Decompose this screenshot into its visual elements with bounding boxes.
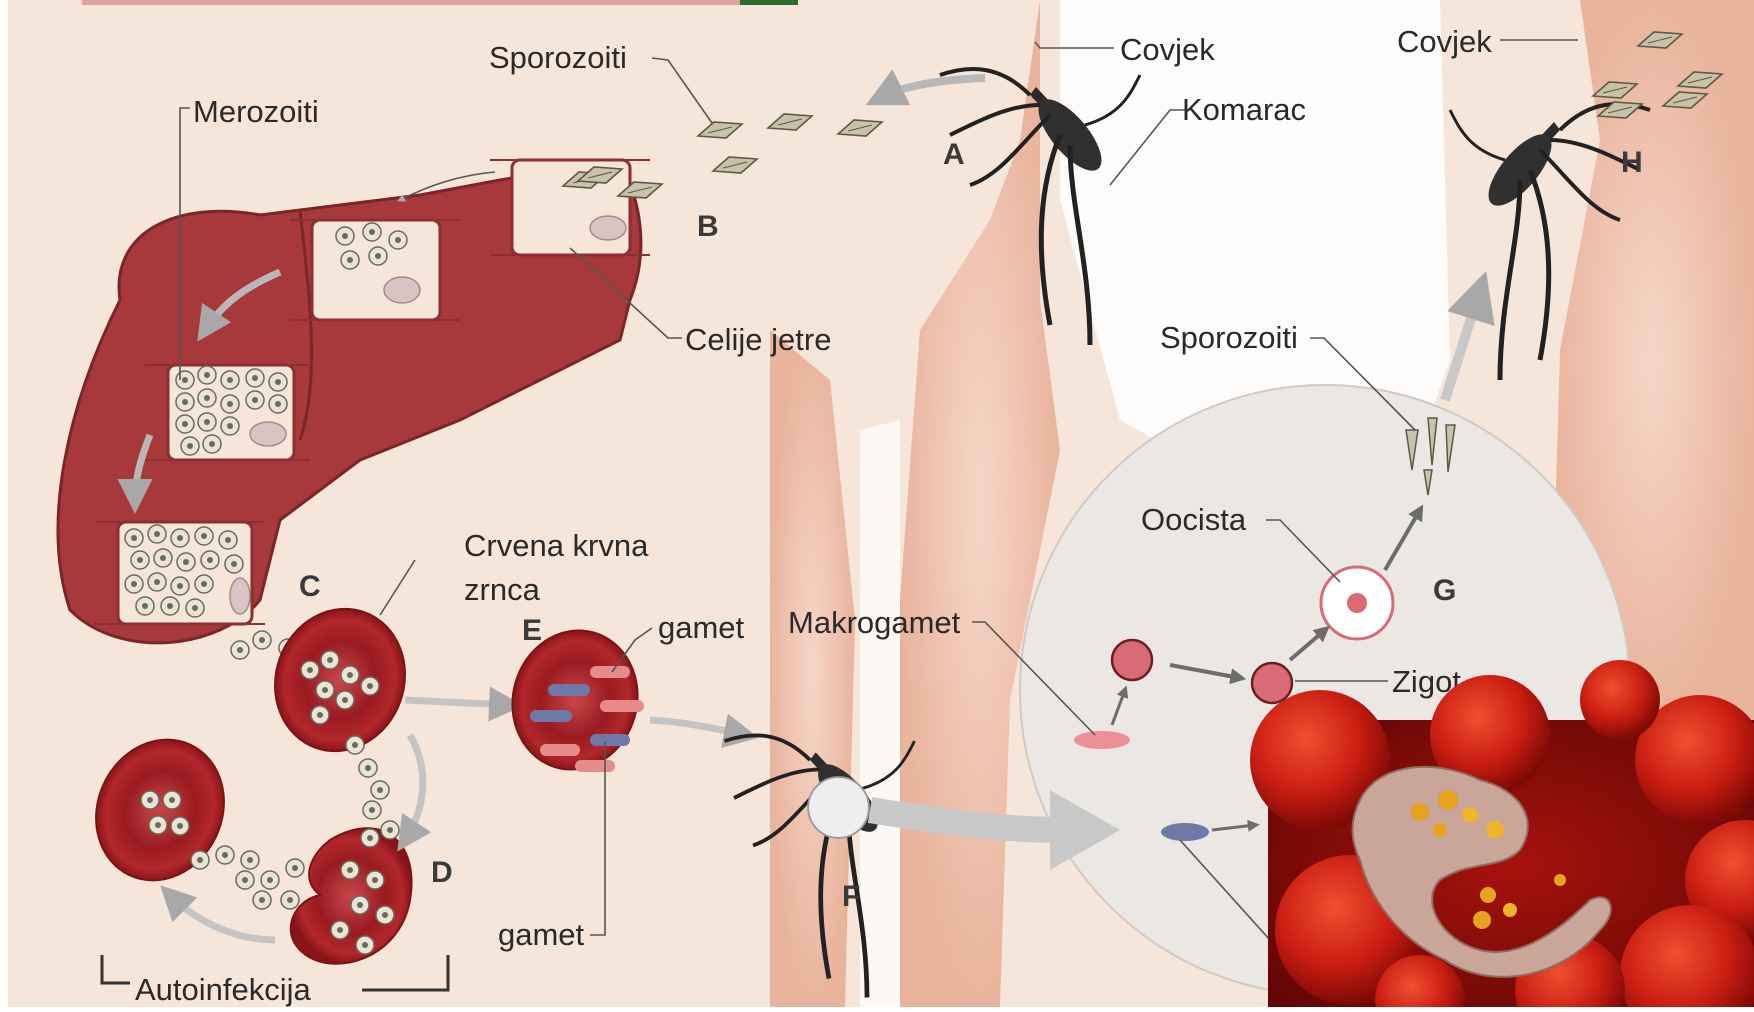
label-crvena-line1: Crvena krvna (464, 528, 649, 563)
stage-A: A (943, 138, 965, 171)
label-sporozoiti-right: Sporozoiti (1160, 320, 1298, 355)
stage-F: F (842, 880, 860, 913)
liver-cell-merozoiti (145, 365, 310, 460)
liver-cell-bursting (95, 522, 265, 624)
label-merozoiti: Merozoiti (193, 94, 319, 129)
stage-H: H (1621, 146, 1643, 179)
label-celije-jetre: Celije jetre (685, 322, 831, 357)
stage-D: D (431, 856, 453, 889)
label-gamet-bottom: gamet (498, 917, 585, 952)
micrograph-inset (1250, 660, 1754, 1007)
top-strip (82, 0, 798, 5)
stage-G: G (1433, 574, 1456, 607)
stage-C: C (299, 570, 321, 603)
macrogamete-blob (1074, 731, 1130, 749)
liver-cell-B (490, 160, 650, 255)
white-gap-middle (860, 420, 900, 1007)
stage-E: E (522, 614, 542, 647)
zygote (1252, 663, 1292, 703)
arrow-C-to-E (405, 700, 510, 705)
label-covjek-left: Covjek (1120, 32, 1215, 67)
label-autoinfekcija: Autoinfekcija (135, 972, 312, 1007)
label-komarac: Komarac (1182, 92, 1306, 127)
macrogamete (1112, 640, 1152, 680)
label-sporozoiti-top: Sporozoiti (489, 40, 627, 75)
label-covjek-right: Covjek (1397, 24, 1492, 59)
oocyst-core (1347, 593, 1367, 613)
liver-cell-2 (290, 220, 460, 320)
label-oocista: Oocista (1141, 502, 1247, 537)
microgamete-blob (1161, 823, 1209, 841)
top-strip-green (740, 0, 798, 5)
label-crvena-line2: zrnca (464, 572, 541, 607)
label-makrogamet: Makrogamet (788, 605, 961, 640)
stage-B: B (697, 210, 719, 243)
label-gamet-top: gamet (658, 610, 745, 645)
